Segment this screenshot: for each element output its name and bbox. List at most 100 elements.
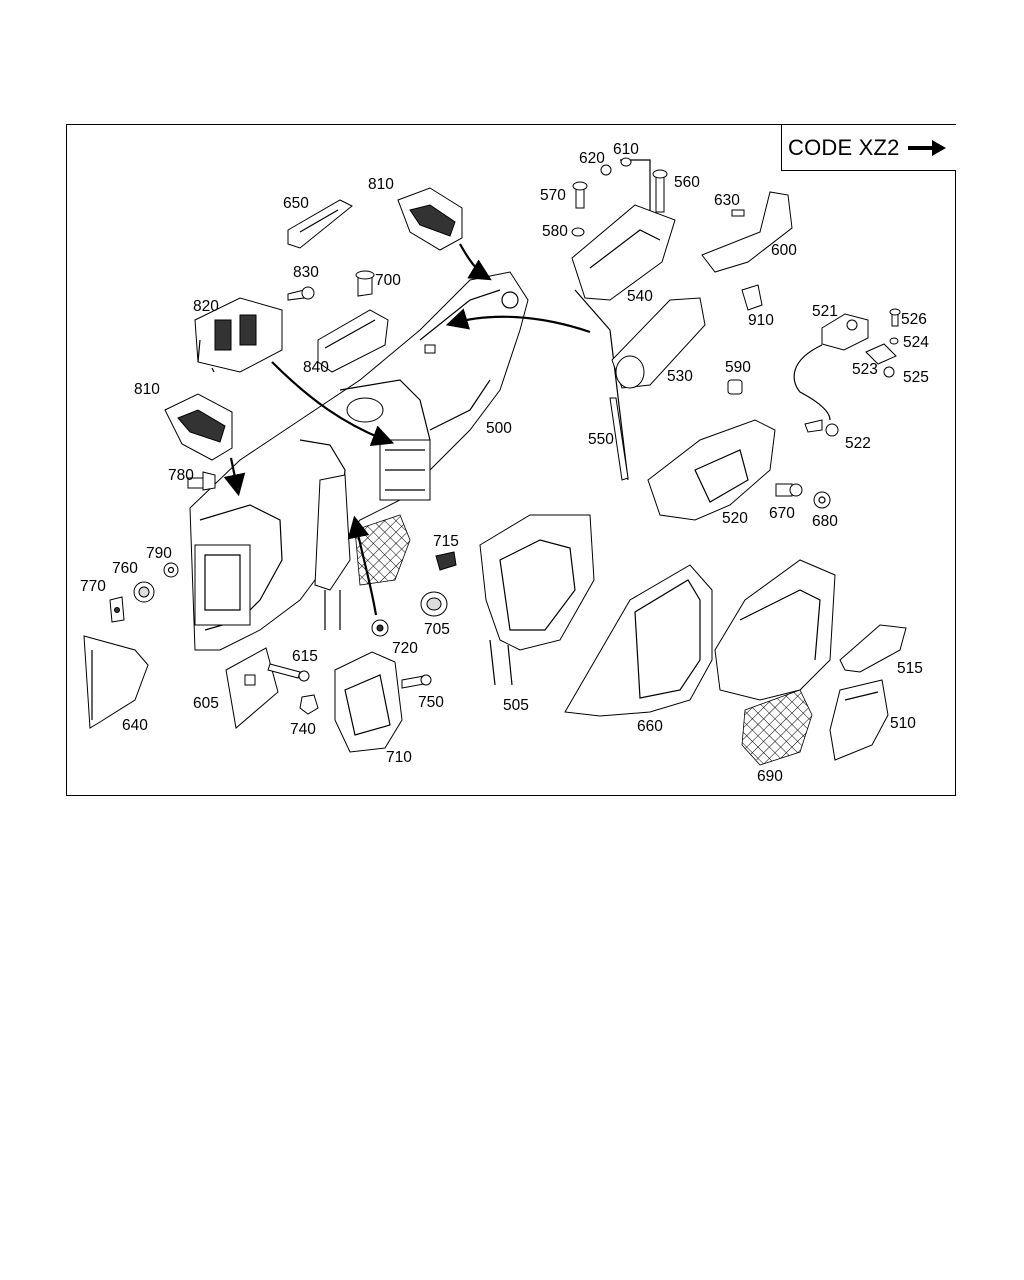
label-790: 790 bbox=[146, 545, 172, 562]
label-710: 710 bbox=[386, 749, 412, 766]
part-610-washer bbox=[620, 157, 632, 167]
part-526-screw bbox=[889, 308, 901, 327]
part-670-pin bbox=[775, 483, 803, 497]
part-590-bushing bbox=[727, 379, 743, 395]
part-740-nut bbox=[299, 694, 319, 715]
label-523: 523 bbox=[852, 361, 878, 378]
part-524-washer bbox=[889, 337, 899, 345]
part-521-module bbox=[821, 313, 869, 351]
label-530: 530 bbox=[667, 368, 693, 385]
label-820: 820 bbox=[193, 298, 219, 315]
label-705: 705 bbox=[424, 621, 450, 638]
part-780-bolt bbox=[187, 471, 216, 491]
label-720: 720 bbox=[392, 640, 418, 657]
part-620-nut bbox=[600, 164, 612, 176]
part-510-pocket bbox=[829, 679, 889, 761]
part-605-plate bbox=[225, 647, 279, 729]
part-labels: 500 505 510 515 520 521 522 523 524 525 … bbox=[80, 141, 929, 785]
part-525-nut bbox=[883, 366, 895, 378]
part-750-screw bbox=[401, 674, 432, 689]
label-780: 780 bbox=[168, 467, 194, 484]
label-521: 521 bbox=[812, 303, 838, 320]
part-810-vent-upper bbox=[397, 187, 463, 251]
part-840-cover bbox=[317, 309, 389, 373]
label-560: 560 bbox=[674, 174, 700, 191]
label-526: 526 bbox=[901, 311, 927, 328]
label-520: 520 bbox=[722, 510, 748, 527]
label-524: 524 bbox=[903, 334, 929, 351]
code-label: CODE XZ2 bbox=[788, 134, 900, 160]
label-840: 840 bbox=[303, 359, 329, 376]
label-605: 605 bbox=[193, 695, 219, 712]
label-522: 522 bbox=[845, 435, 871, 452]
part-790-washer bbox=[163, 562, 179, 578]
label-750: 750 bbox=[418, 694, 444, 711]
part-650-trim bbox=[287, 199, 353, 249]
part-705-switch bbox=[420, 591, 448, 617]
part-760-knob bbox=[133, 581, 155, 603]
part-630-pin bbox=[731, 209, 745, 217]
part-530-airbag bbox=[611, 297, 706, 389]
part-505-bracket bbox=[479, 514, 595, 686]
part-660-panel bbox=[564, 564, 713, 717]
label-810-upper: 810 bbox=[368, 176, 394, 193]
part-560-bolt bbox=[652, 169, 668, 213]
part-580-washer bbox=[571, 227, 585, 237]
label-740: 740 bbox=[290, 721, 316, 738]
part-720-grommet bbox=[371, 619, 389, 637]
part-523-bracket bbox=[865, 343, 897, 365]
label-810-lower: 810 bbox=[134, 381, 160, 398]
part-640-side-cover bbox=[83, 635, 149, 729]
label-615: 615 bbox=[292, 648, 318, 665]
code-xz2-box: CODE XZ2 bbox=[781, 125, 956, 171]
part-570-bolt bbox=[572, 181, 588, 209]
part-830-screw bbox=[287, 286, 315, 301]
part-550-strip bbox=[609, 397, 629, 481]
label-640: 640 bbox=[122, 717, 148, 734]
part-540-bracket bbox=[571, 204, 676, 301]
label-670: 670 bbox=[769, 505, 795, 522]
label-760: 760 bbox=[112, 560, 138, 577]
label-690: 690 bbox=[757, 768, 783, 785]
part-515-pad bbox=[839, 624, 907, 673]
part-810-vent-lower bbox=[164, 393, 233, 461]
label-700: 700 bbox=[375, 272, 401, 289]
label-715: 715 bbox=[433, 533, 459, 550]
label-550: 550 bbox=[588, 431, 614, 448]
label-505: 505 bbox=[503, 697, 529, 714]
part-770-clip bbox=[109, 596, 125, 623]
label-770: 770 bbox=[80, 578, 106, 595]
part-520-glovebox bbox=[647, 419, 776, 521]
part-690-frame bbox=[714, 559, 836, 766]
part-522-cable bbox=[793, 344, 839, 437]
part-710-housing bbox=[334, 651, 403, 753]
label-510: 510 bbox=[890, 715, 916, 732]
arrow-right-icon bbox=[907, 139, 946, 156]
label-680: 680 bbox=[812, 513, 838, 530]
label-650: 650 bbox=[283, 195, 309, 212]
label-610: 610 bbox=[613, 141, 639, 158]
part-615-screw bbox=[267, 663, 310, 682]
label-515: 515 bbox=[897, 660, 923, 677]
label-630: 630 bbox=[714, 192, 740, 209]
part-680-grommet bbox=[813, 491, 831, 509]
part-600-handle bbox=[701, 191, 793, 273]
part-700-clip bbox=[355, 270, 375, 297]
dashboard-carrier-500 bbox=[189, 271, 529, 651]
label-830: 830 bbox=[293, 264, 319, 281]
part-820-center-vent bbox=[194, 297, 283, 373]
label-600: 600 bbox=[771, 242, 797, 259]
label-910: 910 bbox=[748, 312, 774, 329]
part-715-clip bbox=[435, 551, 457, 571]
label-590: 590 bbox=[725, 359, 751, 376]
assembly-arrows bbox=[223, 159, 651, 616]
label-540: 540 bbox=[627, 288, 653, 305]
part-910-label bbox=[741, 284, 763, 311]
label-525: 525 bbox=[903, 369, 929, 386]
label-570: 570 bbox=[540, 187, 566, 204]
label-620: 620 bbox=[579, 150, 605, 167]
label-580: 580 bbox=[542, 223, 568, 240]
diagram-frame bbox=[66, 124, 956, 796]
label-500: 500 bbox=[486, 420, 512, 437]
